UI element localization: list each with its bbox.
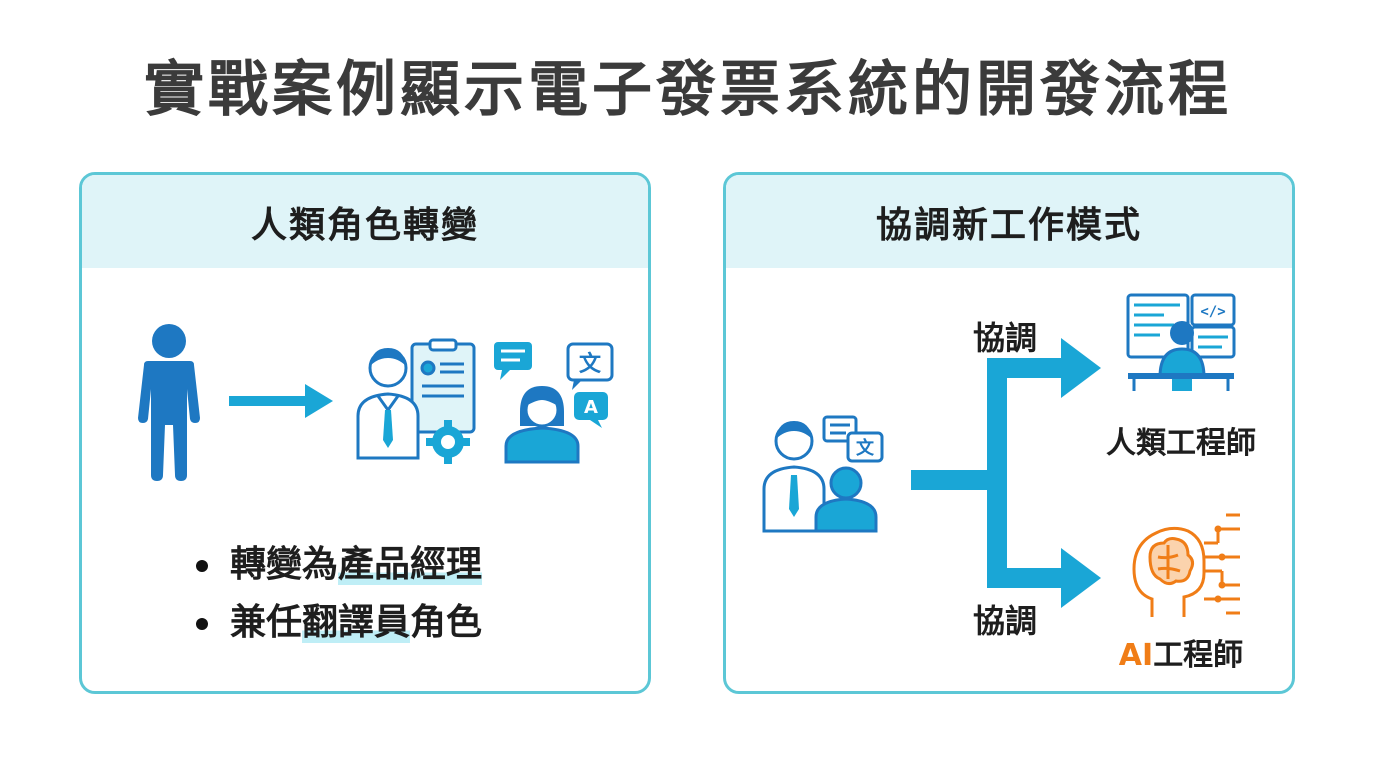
human-engineer-icon: </>: [1126, 293, 1236, 391]
svg-text:</>: </>: [1200, 304, 1225, 320]
product-manager-icon: [356, 338, 476, 464]
coordination-body: 文 協調 協調: [726, 268, 1292, 691]
svg-text:A: A: [584, 397, 598, 418]
svg-text:文: 文: [579, 351, 602, 377]
coordination-panel: 協調新工作模式 文 協調: [723, 172, 1295, 694]
top-branch-label: 協調: [973, 319, 1038, 357]
role-change-list: 轉變為產品經理 兼任翻譯員角色: [190, 536, 482, 652]
list-item: 轉變為產品經理: [190, 536, 483, 594]
branch-arrow-icon: [911, 338, 1101, 608]
svg-text:文: 文: [856, 437, 875, 459]
translator-icon: 文 A: [494, 342, 614, 464]
bullet-text-post: 角色: [410, 602, 483, 643]
list-item: 兼任翻譯員角色: [190, 594, 482, 652]
arrow-right-icon: [229, 384, 333, 418]
human-role-heading: 人類角色轉變: [82, 175, 648, 268]
human-role-panel: 人類角色轉變: [79, 172, 651, 694]
coordination-heading: 協調新工作模式: [726, 175, 1292, 268]
bottom-branch-label: 協調: [973, 602, 1038, 640]
bullet-text-pre: 轉變為: [230, 544, 339, 585]
team-icon: 文: [762, 415, 884, 533]
ai-brain-icon: [1132, 513, 1240, 617]
bullet-text-highlight: 翻譯員: [302, 602, 411, 643]
ai-label-prefix: AI: [1118, 638, 1154, 673]
page-title: 實戰案例顯示電子發票系統的開發流程: [144, 55, 1232, 125]
ai-engineer-label: AI工程師: [1096, 630, 1266, 674]
bullet-text-highlight: 產品經理: [338, 544, 483, 585]
person-icon: [138, 324, 200, 481]
bullet-text-pre: 兼任: [230, 602, 303, 643]
ai-label-suffix: 工程師: [1153, 638, 1244, 673]
human-role-body: 文 A 轉變為產品經理 兼任翻譯員角色: [82, 268, 648, 691]
human-engineer-label: 人類工程師: [1106, 426, 1256, 461]
